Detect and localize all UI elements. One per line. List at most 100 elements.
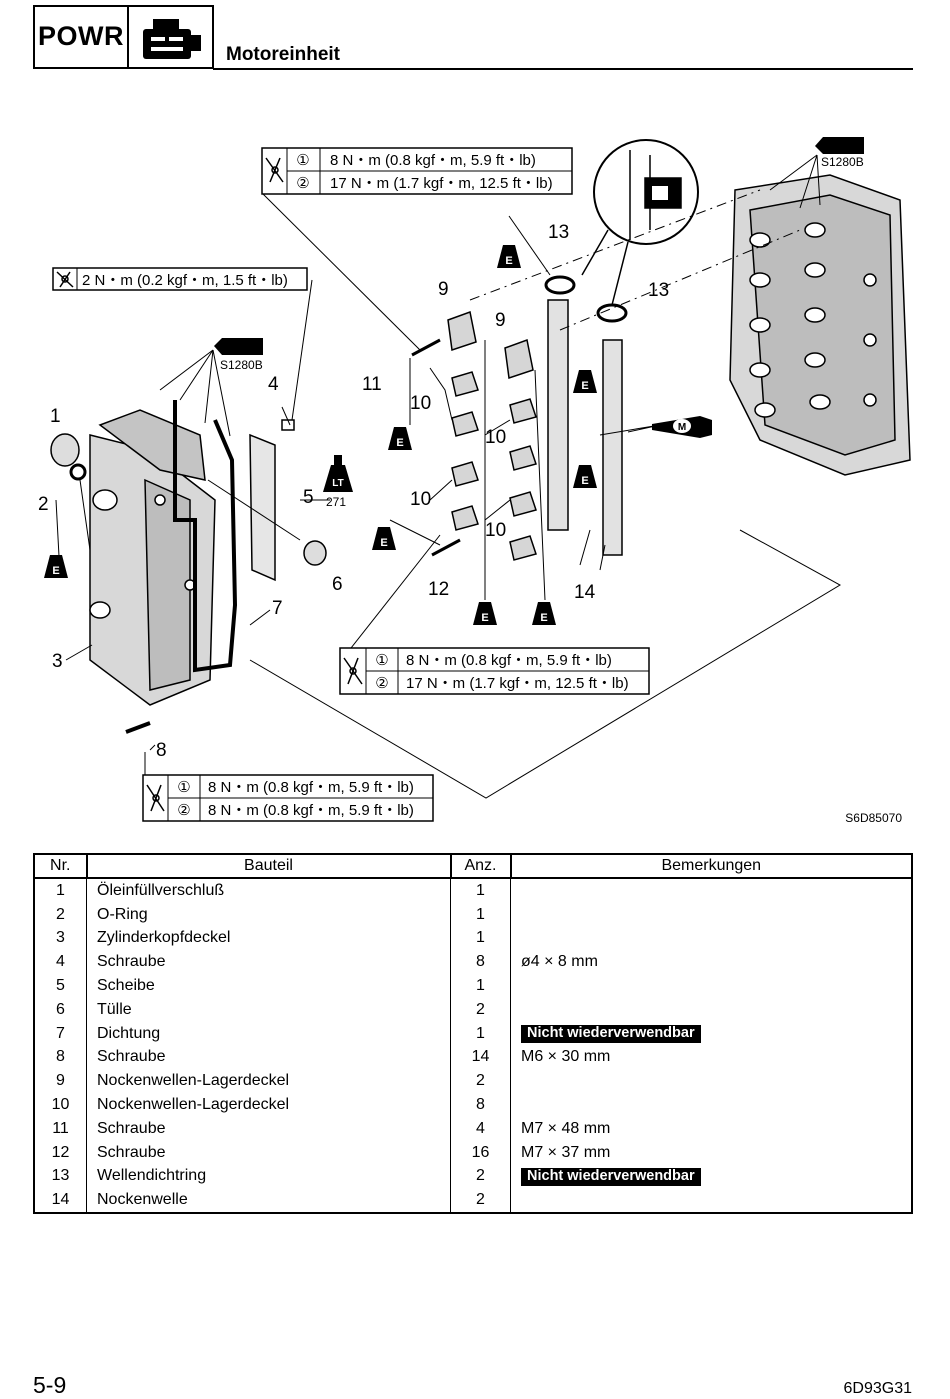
part-number: 9 [34,1069,87,1094]
torque-value: 17 N・m (1.7 kgf・m, 12.5 ft・lb) [330,175,553,192]
part-number: 12 [34,1140,87,1165]
part-number: 14 [34,1188,87,1215]
callout-number: 2 [38,494,49,515]
page-title: Motoreinheit [226,44,340,65]
part-number: 1 [34,878,87,903]
part-number: 10 [34,1093,87,1117]
column-header: Nr. [33,853,88,879]
part-remark [511,1093,913,1117]
not-reusable-badge: Nicht wiederverwendbar [521,1167,701,1186]
part-name: Nockenwelle [86,1188,451,1215]
part-remark: M6 × 30 mm [521,1048,611,1066]
torque-value: 17 N・m (1.7 kgf・m, 12.5 ft・lb) [406,675,629,692]
svg-text:M: M [678,422,686,433]
callout-number: 5 [303,487,314,508]
part-name: Schraube [86,950,451,975]
engine-oil-icon: E [388,427,412,450]
table-header-row: Nr. Bauteil Anz. Bemerkungen [33,853,913,879]
exploded-view-diagram: ① 8 N・m (0.8 kgf・m, 5.9 ft・lb) ② 17 N・m … [38,137,911,825]
part-quantity: 2 [450,997,511,1022]
cylinder-head-illustration [729,174,911,476]
part-remark [511,927,913,951]
part-number: 6 [34,997,87,1022]
svg-text:E: E [52,565,59,577]
part-remark: ø4 × 8 mm [521,953,598,971]
torque-value: 2 N・m (0.2 kgf・m, 1.5 ft・lb) [82,272,288,289]
part-number: 2 [34,902,87,927]
callout-number: 10 [410,489,431,510]
svg-text:E: E [380,537,387,549]
document-code: 6D93G31 [843,1380,913,1397]
torque-step: ② [375,675,388,692]
callout-number: 10 [485,427,506,448]
callout-number: 11 [362,374,382,395]
part-remark [511,903,913,927]
torque-value: 8 N・m (0.8 kgf・m, 5.9 ft・lb) [406,652,612,669]
svg-text:E: E [481,612,488,624]
engine-oil-icon: E [372,527,396,550]
part-name: Schraube [86,1045,451,1070]
torque-wrench-icon [146,784,165,812]
engine-block-icon [143,19,201,59]
part-number: 4 [34,950,87,975]
svg-text:E: E [540,612,547,624]
torque-wrench-icon [56,271,74,288]
engine-oil-icon: E [497,245,521,268]
part-name: Tülle [86,997,451,1022]
sealant-label: S1280B [821,155,864,169]
section-tab-divider [127,7,129,67]
torque-value: 8 N・m (0.8 kgf・m, 5.9 ft・lb) [208,802,414,819]
callout-number: 14 [574,582,596,603]
section-code: POWR [38,21,124,51]
part-remark [511,878,913,903]
part-number: 11 [34,1116,87,1141]
engine-oil-icon: E [473,602,497,625]
threadlock-code: 271 [326,495,346,509]
part-quantity: 1 [450,878,511,903]
callout-number: 10 [410,393,431,414]
torque-wrench-icon [265,157,284,183]
part-remark [511,974,913,998]
svg-text:E: E [505,255,512,267]
part-quantity: 16 [450,1140,511,1165]
column-header: Bauteil [85,853,452,879]
torque-box-mid [339,647,650,695]
torque-step: ① [375,652,388,669]
torque-wrench-icon [343,657,363,685]
torque-value: 8 N・m (0.8 kgf・m, 5.9 ft・lb) [330,152,536,169]
torque-box-top [261,147,573,195]
part-name: Öleinfüllverschluß [86,878,451,903]
part-quantity: 8 [450,1093,511,1117]
cylinder-head-cover-illustration [89,409,216,706]
part-number: 13 [34,1164,87,1189]
grease-gun-icon: M [652,416,712,438]
part-quantity: 1 [450,926,511,951]
figure-code: S6D85070 [845,811,902,825]
part-name: Wellendichtring [86,1164,451,1189]
part-name: Nockenwellen-Lagerdeckel [86,1093,451,1117]
header-rule [213,68,913,70]
callout-number: 10 [485,520,506,541]
page-number: 5-9 [33,1372,67,1398]
torque-box-bottom [142,774,434,822]
part-quantity: 4 [450,1116,511,1141]
part-number: 3 [34,926,87,951]
part-remark [510,1188,912,1215]
torque-value: 8 N・m (0.8 kgf・m, 5.9 ft・lb) [208,779,414,796]
callout-number: 9 [495,310,506,331]
torque-step: ① [296,152,309,169]
part-name: O-Ring [86,902,451,927]
part-quantity: 8 [450,950,511,975]
part-number: 7 [34,1021,87,1046]
part-remark: M7 × 37 mm [521,1143,611,1161]
svg-text:E: E [396,437,403,449]
